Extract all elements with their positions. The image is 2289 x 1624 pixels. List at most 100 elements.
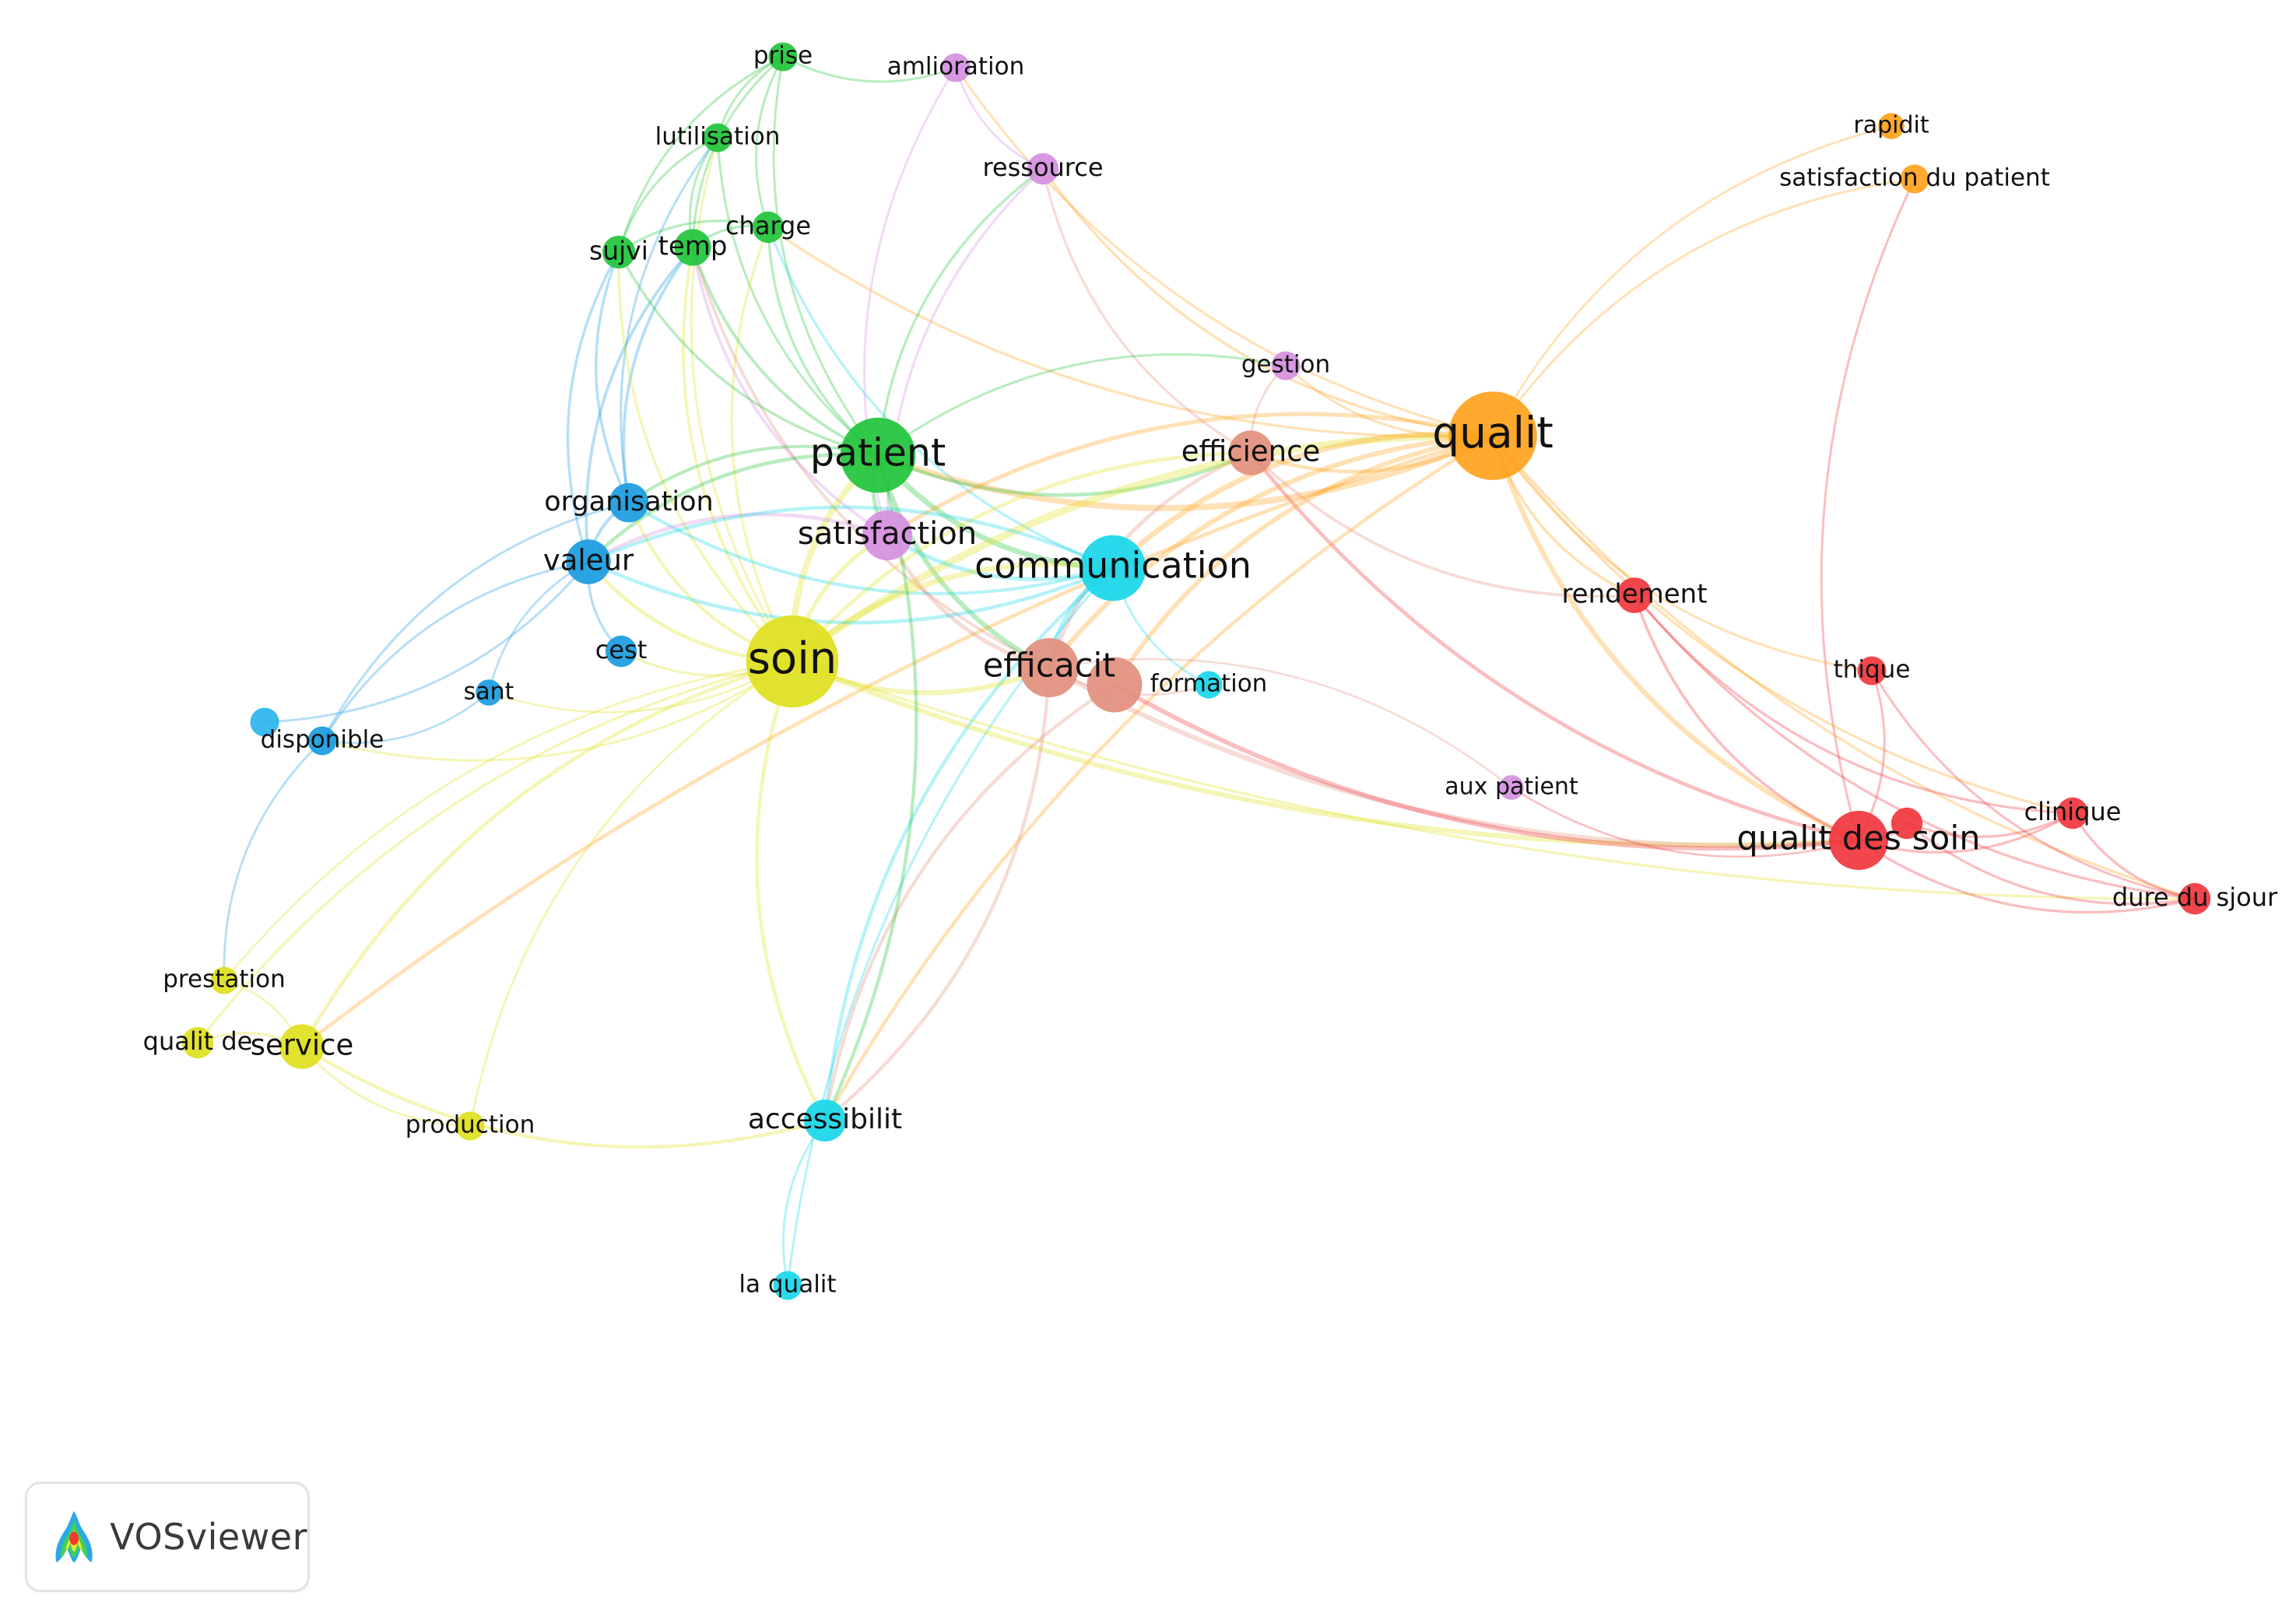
edge-qualit-satisfaction [885, 412, 1495, 538]
node-label-satisfaction[interactable]: satisfaction [798, 516, 977, 552]
edge-ressource-patient [876, 167, 1044, 457]
node-label-formation[interactable]: formation [1150, 670, 1268, 698]
node-gestion[interactable] [1271, 351, 1301, 381]
edge-temp-organisation [622, 246, 694, 504]
node-disponible[interactable] [307, 726, 337, 756]
vosviewer-brand-badge: VOSviewer [25, 1482, 310, 1592]
node-efficience[interactable] [1228, 430, 1273, 475]
node-label-qualit-de[interactable]: qualit de [143, 1026, 253, 1056]
node-production[interactable] [455, 1111, 485, 1141]
node-label-communication[interactable]: communication [974, 545, 1252, 587]
node-label-dure-du-sjour[interactable]: dure du sjour [2112, 882, 2278, 912]
node-formation[interactable] [1195, 671, 1223, 699]
node-thique[interactable] [1857, 656, 1887, 686]
node-aux-patient[interactable] [1499, 775, 1524, 800]
node-label-soin[interactable]: soin [748, 633, 837, 684]
node-label-satisfaction-du-patient[interactable]: satisfaction du patient [1779, 164, 2050, 192]
node-communication[interactable] [1080, 535, 1146, 602]
node-qualit[interactable] [1448, 391, 1537, 480]
edge-qualit-clinique [1491, 434, 2074, 815]
edge-satisfaction-du-patient-qualit-des-soin [1820, 177, 1916, 842]
node-patient[interactable] [840, 417, 916, 493]
node-label-production[interactable]: production [405, 1111, 535, 1139]
node-label-service[interactable]: service [251, 1029, 354, 1062]
node-satisfaction[interactable] [862, 510, 913, 561]
node-rendement[interactable] [1617, 577, 1652, 613]
node-charge[interactable] [752, 211, 785, 244]
node-efficacit[interactable] [1020, 638, 1079, 697]
node-satisfaction-du-patient[interactable] [1900, 164, 1929, 194]
node-label-efficacit[interactable]: efficacit [983, 647, 1115, 686]
node-label-prestation[interactable]: prestation [163, 966, 286, 994]
edge-ressource-qualit [1041, 167, 1494, 437]
edge-efficacit-qualit-des-soin [1046, 665, 1862, 848]
node-label-patient[interactable]: patient [810, 431, 946, 475]
edge-prise-patient [772, 55, 879, 457]
node-accessibilit[interactable] [804, 1100, 846, 1142]
node-ressource[interactable] [1027, 153, 1059, 185]
node-prise[interactable] [768, 42, 798, 72]
node-label-sujvi[interactable]: sujvi [589, 236, 648, 266]
node-label-cest[interactable]: cest [595, 635, 648, 665]
edge-communication-accessibilit [823, 566, 1115, 1123]
node-valeur[interactable] [566, 539, 611, 584]
node-label-ressource[interactable]: ressource [982, 153, 1103, 182]
edge-efficience-rendement [1249, 451, 1636, 598]
node-efficacit-2[interactable] [1087, 657, 1143, 713]
edge-patient-qualit [875, 433, 1496, 511]
node-qds-dot[interactable] [1891, 807, 1923, 840]
edge-rapidit-qualit [1491, 125, 1893, 437]
edge-amlioration-ressource [954, 66, 1044, 170]
node-label-rapidit[interactable]: rapidit [1853, 112, 1929, 139]
node-label-clinique[interactable]: clinique [2024, 797, 2122, 826]
edge-soin-qualit-de [196, 660, 794, 1044]
edge-soin-dure-du-sjour [791, 660, 2196, 900]
node-service[interactable] [279, 1024, 325, 1069]
vosviewer-logo-icon [55, 1510, 93, 1563]
node-organisation[interactable] [609, 482, 649, 523]
node-label-amlioration[interactable]: amlioration [887, 53, 1025, 81]
node-temp[interactable] [674, 229, 711, 266]
node-sujvi[interactable] [602, 235, 636, 269]
node-la-qualit[interactable] [773, 1271, 802, 1300]
node-label-charge[interactable]: charge [725, 211, 811, 240]
node-disponible-dot[interactable] [250, 707, 279, 737]
node-label-aux-patient[interactable]: aux patient [1445, 773, 1578, 801]
node-label-thique[interactable]: thique [1834, 656, 1911, 684]
node-label-accessibilit[interactable]: accessibilit [748, 1103, 902, 1135]
node-prestation[interactable] [210, 966, 238, 994]
node-rapidit[interactable] [1878, 113, 1905, 139]
node-label-qualit-des-soin[interactable]: qualit des soin [1736, 819, 1980, 858]
node-dure-du-sjour[interactable] [2178, 882, 2211, 915]
edge-rendement-clinique [1633, 594, 2074, 815]
node-label-gestion[interactable]: gestion [1241, 351, 1330, 379]
node-label-sant[interactable]: sant [464, 679, 514, 706]
node-label-organisation[interactable]: organisation [544, 486, 714, 517]
edge-soin-production [469, 660, 794, 1128]
node-clinique[interactable] [2056, 797, 2089, 830]
node-lutilisation[interactable] [703, 123, 732, 153]
node-label-lutilisation[interactable]: lutilisation [655, 123, 781, 151]
node-qualit-de[interactable] [181, 1026, 214, 1059]
vosviewer-brand-name: VOSviewer [110, 1516, 307, 1558]
node-label-efficience[interactable]: efficience [1181, 435, 1320, 468]
node-label-rendement[interactable]: rendement [1561, 579, 1707, 610]
node-label-qualit[interactable]: qualit [1432, 408, 1554, 458]
node-qualit-des-soin[interactable] [1829, 811, 1888, 870]
node-cest[interactable] [605, 635, 637, 668]
edge-prise-amlioration [781, 55, 957, 83]
edge-lutilisation-soin [690, 136, 794, 663]
edge-charge-soin [730, 226, 794, 663]
edge-disponible-sant [321, 691, 490, 745]
node-soin[interactable] [746, 615, 839, 708]
node-label-disponible[interactable]: disponible [261, 726, 384, 754]
node-label-prise[interactable]: prise [753, 42, 813, 70]
node-label-valeur[interactable]: valeur [543, 544, 634, 577]
edge-soin-qualit-des-soin [789, 658, 1862, 847]
node-amlioration[interactable] [941, 53, 971, 82]
node-sant[interactable] [476, 679, 502, 706]
edge-organisation-disponible [321, 501, 630, 742]
node-label-la-qualit[interactable]: la qualit [739, 1271, 836, 1299]
node-label-temp[interactable]: temp [658, 231, 728, 262]
